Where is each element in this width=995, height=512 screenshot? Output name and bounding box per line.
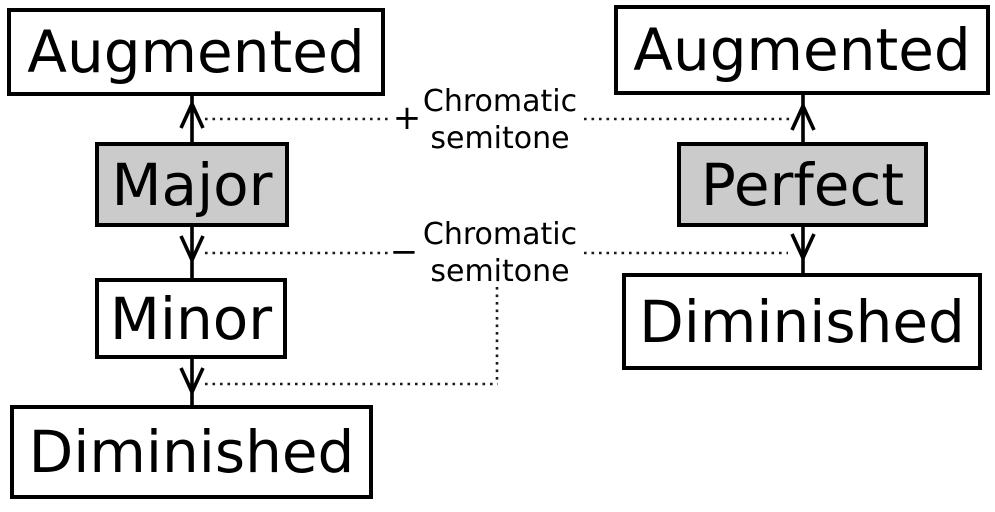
plus-sign: + — [392, 98, 422, 138]
box-diminished-right-label: Diminished — [639, 287, 965, 356]
chromatic-semitone-add-line1: Chromatic — [422, 84, 578, 119]
arrow-down-chevron-right — [790, 233, 816, 263]
box-diminished-left-label: Diminished — [28, 418, 355, 486]
box-diminished-right: Diminished — [622, 273, 982, 370]
box-minor: Minor — [95, 278, 287, 359]
box-augmented-left: Augmented — [7, 8, 385, 96]
arrow-down-chevron-left-2 — [179, 367, 205, 397]
box-major-label: Major — [111, 150, 273, 219]
arrow-up-chevron-left — [179, 99, 205, 129]
box-augmented-left-label: Augmented — [27, 18, 365, 86]
box-perfect: Perfect — [677, 142, 928, 227]
chromatic-semitone-label-subtract: Chromatic semitone — [410, 216, 590, 290]
box-major: Major — [95, 142, 289, 227]
box-perfect-label: Perfect — [700, 150, 905, 219]
chromatic-semitone-label-add: Chromatic semitone — [410, 83, 590, 157]
chromatic-semitone-subtract-line2: semitone — [430, 254, 570, 289]
box-diminished-left: Diminished — [10, 405, 373, 499]
arrow-down-chevron-left-1 — [179, 235, 205, 265]
box-minor-label: Minor — [109, 284, 273, 353]
minus-sign: − — [389, 232, 419, 272]
arrow-up-chevron-right — [790, 101, 816, 131]
box-augmented-right: Augmented — [614, 5, 990, 95]
chromatic-semitone-add-line2: semitone — [430, 121, 570, 156]
chromatic-semitone-subtract-line1: Chromatic — [422, 217, 578, 252]
box-augmented-right-label: Augmented — [633, 16, 971, 84]
